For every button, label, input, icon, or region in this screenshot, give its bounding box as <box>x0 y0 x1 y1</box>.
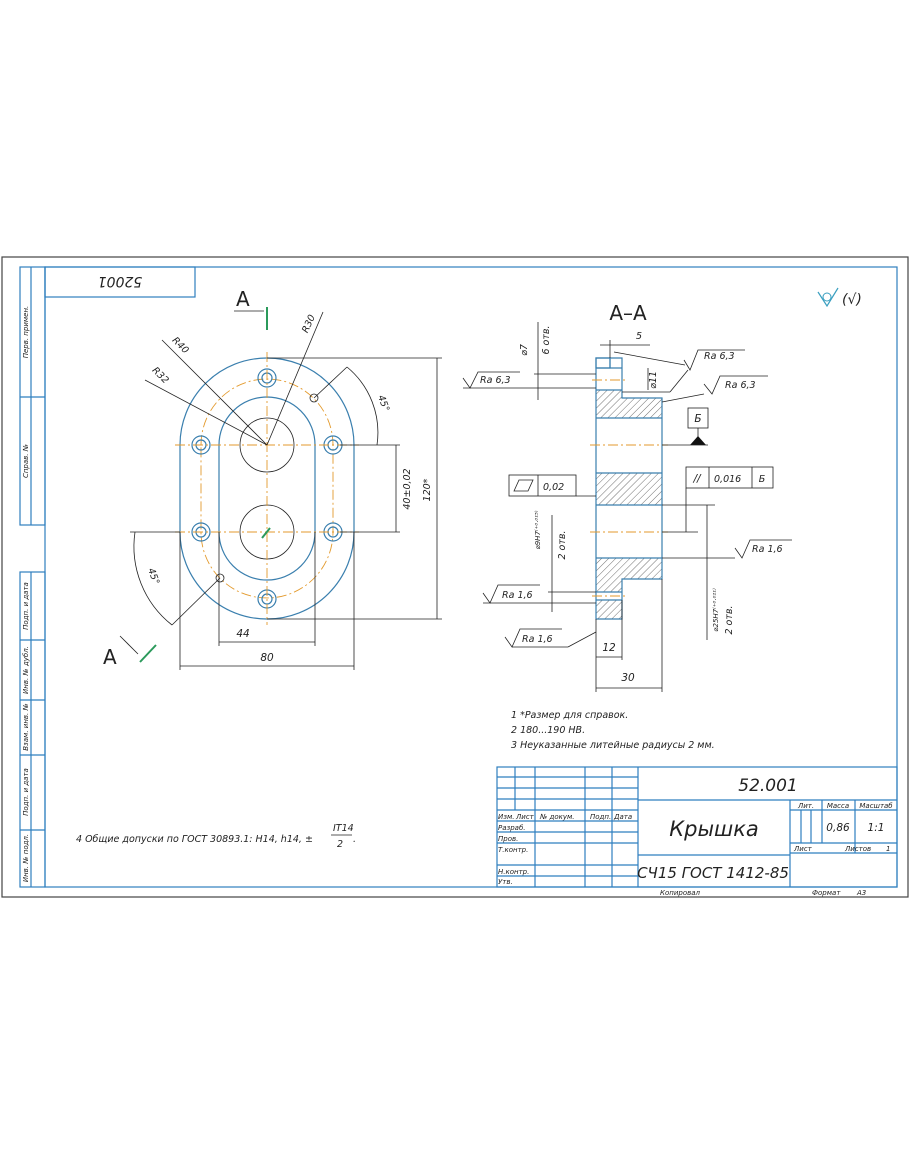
svg-text:Копировал: Копировал <box>660 889 701 897</box>
svg-text:44: 44 <box>236 628 249 640</box>
svg-text:(√): (√) <box>842 292 862 308</box>
svg-text:Т.контр.: Т.контр. <box>498 846 528 854</box>
corner-stamp: 52001 <box>44 266 196 298</box>
svg-text:Лит.: Лит. <box>797 802 814 810</box>
svg-text://: // <box>692 473 702 485</box>
svg-text:Изм.: Изм. <box>498 813 514 821</box>
svg-text:Ra 1,6: Ra 1,6 <box>752 544 783 555</box>
svg-text:Формат: Формат <box>812 889 841 897</box>
svg-text:52001: 52001 <box>98 273 143 289</box>
svg-text:Дата: Дата <box>613 813 632 821</box>
svg-text:А3: А3 <box>856 889 866 897</box>
svg-text:А: А <box>236 287 250 311</box>
section-view: А–А ⌀7 6 отв. Ra 6,3 <box>462 301 792 692</box>
svg-text:45°: 45° <box>375 394 391 414</box>
svg-text:Лист: Лист <box>515 813 535 821</box>
svg-text:Ra 6,3: Ra 6,3 <box>480 375 511 386</box>
parallelism-tolerance-frame: // 0,016 Б <box>662 466 774 533</box>
svg-text:⌀11: ⌀11 <box>648 371 659 389</box>
svg-text:Подп.: Подп. <box>590 813 611 821</box>
svg-text:IT14: IT14 <box>333 823 354 834</box>
technical-notes: 1 *Размер для справок. 2 180...190 HB. 3… <box>511 710 715 751</box>
svg-text:Инв. № подл.: Инв. № подл. <box>22 834 30 882</box>
svg-text:5: 5 <box>636 331 642 342</box>
plan-view: А А R30 R40 R32 45° 45° 40±0,02 120* <box>103 287 442 670</box>
svg-text:Ra 1,6: Ra 1,6 <box>522 634 553 645</box>
svg-text:⌀7: ⌀7 <box>519 344 530 356</box>
svg-text:Разраб.: Разраб. <box>498 824 526 832</box>
svg-text:⌀9H7⁽⁺⁰·⁰¹⁵⁾: ⌀9H7⁽⁺⁰·⁰¹⁵⁾ <box>534 510 542 549</box>
svg-text:Ra 6,3: Ra 6,3 <box>704 351 735 362</box>
svg-text:R30: R30 <box>300 313 318 335</box>
svg-text:Листов: Листов <box>844 845 871 853</box>
general-tolerance-note: 4 Общие допуски по ГОСТ 30893.1: H14, h1… <box>76 823 356 850</box>
upper-bore <box>239 417 295 473</box>
svg-text:40±0,02: 40±0,02 <box>402 468 413 509</box>
svg-text:80: 80 <box>260 652 274 664</box>
svg-text:30: 30 <box>621 672 635 684</box>
svg-text:R40: R40 <box>170 335 191 356</box>
svg-text:120*: 120* <box>422 478 433 501</box>
svg-text:Взам. инв. №: Взам. инв. № <box>22 703 30 751</box>
svg-text:4 Общие допуски по ГОСТ 30893: 4 Общие допуски по ГОСТ 30893.1: H14, h1… <box>76 834 313 845</box>
svg-text:3 Неуказанные литейные радиус: 3 Неуказанные литейные радиусы 2 мм. <box>511 740 715 751</box>
part-name: Крышка <box>669 817 759 841</box>
svg-text:⌀25H7⁽⁺⁰·⁰²¹⁾: ⌀25H7⁽⁺⁰·⁰²¹⁾ <box>712 588 720 632</box>
svg-text:.: . <box>353 834 356 845</box>
svg-text:Подп. и дата: Подп. и дата <box>22 768 30 816</box>
flatness-tolerance-frame: 0,02 <box>508 474 596 497</box>
svg-text:Справ. №: Справ. № <box>22 444 30 478</box>
designation: 52.001 <box>738 776 797 796</box>
sheet-border <box>1 256 909 898</box>
svg-text:45°: 45° <box>145 567 161 587</box>
svg-text:Масса: Масса <box>827 802 849 810</box>
side-strip: Перв. примен. Справ. № Подп. и дата Инв.… <box>19 266 46 888</box>
svg-text:Масштаб: Масштаб <box>859 802 893 810</box>
svg-text:А: А <box>103 645 117 669</box>
svg-text:Пров.: Пров. <box>498 835 518 843</box>
svg-text:1:1: 1:1 <box>868 822 885 834</box>
svg-text:0,86: 0,86 <box>826 822 850 834</box>
svg-text:№ докум.: № докум. <box>539 813 575 821</box>
svg-text:Б: Б <box>694 413 701 425</box>
svg-text:12: 12 <box>602 642 616 654</box>
svg-text:Инв. № дубл.: Инв. № дубл. <box>22 646 30 694</box>
hatched-regions <box>595 357 662 619</box>
svg-text:R32: R32 <box>150 365 171 386</box>
roughness-rest-symbol: (√) <box>817 287 862 308</box>
title-block: Изм. Лист № докум. Подп. Дата Разраб. Пр… <box>496 766 898 897</box>
svg-text:А–А: А–А <box>609 301 647 325</box>
svg-text:0,016: 0,016 <box>714 474 741 485</box>
svg-text:Н.контр.: Н.контр. <box>498 868 529 876</box>
svg-text:Б: Б <box>759 474 766 485</box>
svg-text:2 отв.: 2 отв. <box>557 530 568 559</box>
svg-text:Лист: Лист <box>793 845 813 853</box>
svg-text:2 180...190 HB.: 2 180...190 HB. <box>511 725 585 736</box>
svg-text:1: 1 <box>886 845 890 853</box>
svg-text:Подп. и дата: Подп. и дата <box>22 582 30 630</box>
svg-text:Ra 6,3: Ra 6,3 <box>725 380 756 391</box>
svg-text:2: 2 <box>337 839 343 850</box>
svg-text:0,02: 0,02 <box>543 482 564 493</box>
svg-text:Перв. примен.: Перв. примен. <box>22 306 30 359</box>
svg-text:Утв.: Утв. <box>498 878 513 886</box>
svg-text:1 *Размер для справок.: 1 *Размер для справок. <box>511 710 628 721</box>
svg-text:Ra 1,6: Ra 1,6 <box>502 590 533 601</box>
svg-text:2 отв.: 2 отв. <box>724 605 735 634</box>
material: СЧ15 ГОСТ 1412-85 <box>637 864 789 882</box>
svg-text:6 отв.: 6 отв. <box>541 325 552 354</box>
